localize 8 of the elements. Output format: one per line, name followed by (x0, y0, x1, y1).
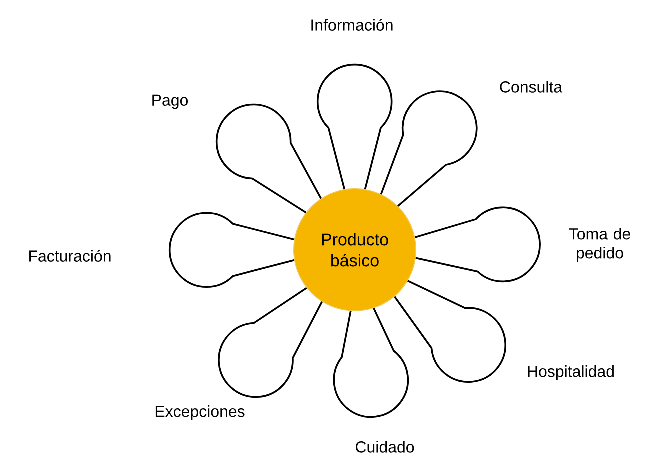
petal-label: Excepciones (156, 406, 245, 420)
petal-label: Información (312, 19, 393, 31)
petal-label: Hospitalidad (528, 366, 614, 380)
petal-label: Consulta (500, 81, 563, 93)
petal-label: Facturación (30, 250, 111, 262)
petal-label: Pago (152, 94, 188, 110)
petal-label: Cuidado (356, 441, 414, 453)
petal-label: Toma de pedido (569, 228, 630, 262)
